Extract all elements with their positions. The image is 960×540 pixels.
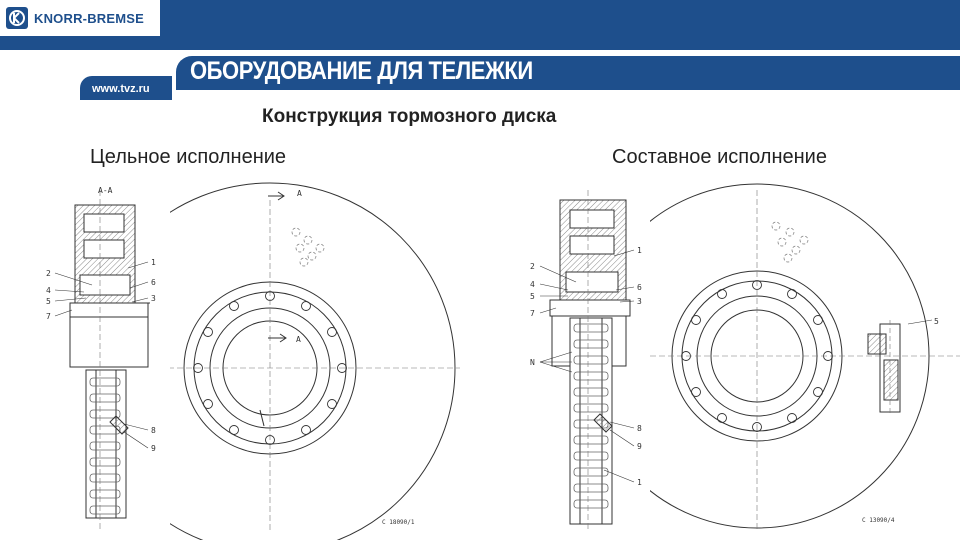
- brand-name: KNORR-BREMSE: [34, 10, 145, 26]
- left-labels: А-А А А 2 4 5 7 1 6 3 8 9 C 18090/1: [46, 186, 415, 526]
- right-n-label: N: [530, 358, 535, 367]
- left-callout-8: 8: [151, 426, 156, 435]
- left-callout-5: 5: [46, 297, 51, 306]
- right-callout-9: 9: [637, 442, 642, 451]
- left-callout-9: 9: [151, 444, 156, 453]
- website-link[interactable]: www.tvz.ru: [92, 83, 150, 95]
- right-disc-drawing: [539, 183, 960, 530]
- left-callout-2: 2: [46, 269, 51, 278]
- left-cut-label: А: [297, 189, 302, 198]
- page-title: ОБОРУДОВАНИЕ ДЛЯ ТЕЛЕЖКИ: [190, 57, 533, 85]
- url-tab: [80, 76, 172, 100]
- slide-subtitle: Конструкция тормозного диска: [262, 106, 557, 127]
- right-callout-3: 3: [637, 297, 642, 306]
- left-center-label: А: [296, 335, 301, 344]
- left-callout-3: 3: [151, 294, 156, 303]
- right-callout-8: 8: [637, 424, 642, 433]
- knorr-bremse-logo-icon: [6, 7, 28, 29]
- right-drawing-number: C 13090/4: [862, 517, 895, 524]
- title-band: [176, 56, 960, 90]
- right-leaders: [539, 249, 635, 483]
- right-detail-label: 5: [934, 317, 939, 326]
- right-detail-insert: [867, 320, 901, 416]
- right-callout-1: 1: [637, 246, 642, 255]
- left-callout-1: 1: [151, 258, 156, 267]
- right-callout-1-bottom: 1: [637, 478, 642, 487]
- left-disc-drawing: [54, 182, 460, 540]
- left-callout-6: 6: [151, 278, 156, 287]
- right-section-view: [549, 190, 631, 530]
- left-section-label: А-А: [98, 186, 113, 195]
- left-section-view: [69, 190, 150, 530]
- right-callout-5: 5: [530, 292, 535, 301]
- left-callout-4: 4: [46, 286, 51, 295]
- left-callout-7: 7: [46, 312, 51, 321]
- left-caption: Цельное исполнение: [90, 146, 287, 168]
- right-labels: 2 4 5 7 N 1 6 3 8 9 1 5 C 13090/4: [530, 246, 939, 524]
- right-callout-7: 7: [530, 309, 535, 318]
- header-band: [0, 0, 960, 50]
- left-disc-face: [170, 182, 460, 540]
- left-drawing-number: C 18090/1: [382, 519, 415, 526]
- right-disc-face: [650, 183, 960, 530]
- right-callout-2: 2: [530, 262, 535, 271]
- right-callout-4: 4: [530, 280, 535, 289]
- left-leaders: [54, 261, 149, 449]
- right-caption: Составное исполнение: [612, 146, 827, 168]
- right-callout-6: 6: [637, 283, 642, 292]
- brand-logo: KNORR-BREMSE: [0, 0, 160, 36]
